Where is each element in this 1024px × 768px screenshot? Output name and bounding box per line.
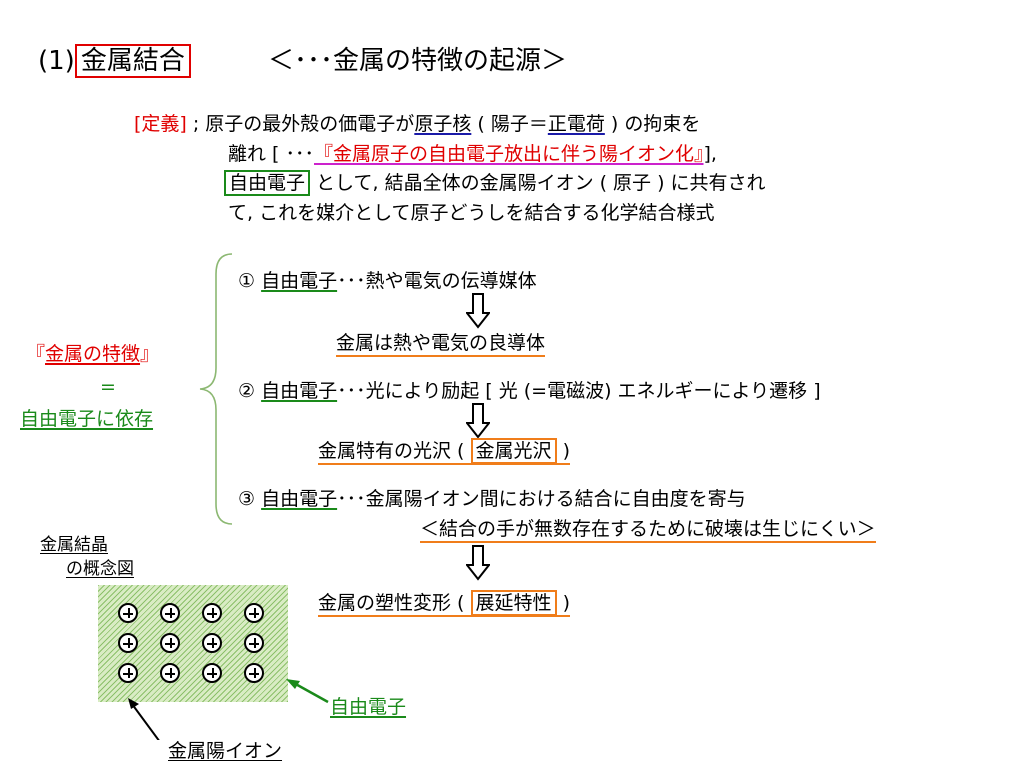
item-3-sub: ＜結合の手が無数存在するために破壊は生じにくい＞ [420, 516, 876, 543]
definition-nucleus: 原子核 [414, 113, 472, 135]
item-result-close: ) [562, 440, 570, 462]
metallic-luster-box: 金属光沢 [470, 438, 557, 464]
item-1-result: 金属は熱や電気の良導体 [336, 330, 546, 357]
cation-plus-icon [118, 633, 138, 653]
diagram-title-1: 金属結晶 [40, 535, 108, 555]
cation-plus-icon [202, 633, 222, 653]
side-label-equals: = [100, 376, 116, 398]
cation-pointer-head [128, 698, 139, 709]
item-result: 金属特有の光沢 ( [318, 440, 465, 462]
malleability-box: 展延特性 [470, 590, 557, 616]
down-arrow-icon [466, 545, 490, 581]
definition-positive-charge: 正電荷 [547, 113, 605, 135]
cation-plus-icon [202, 603, 222, 623]
brace-icon [199, 253, 233, 525]
side-bracket-close: 』 [140, 343, 160, 365]
cation-plus-icon [160, 603, 180, 623]
item-sub-note: ＜結合の手が無数存在するために破壊は生じにくい＞ [420, 518, 876, 543]
cation-plus-icon [160, 633, 180, 653]
cation-plus-icon [202, 663, 222, 683]
definition-line-4: て, これを媒介として原子どうしを結合する化学結合様式 [228, 202, 715, 224]
definition-cationization: 『金属原子の自由電子放出に伴う陽イオン化』 [314, 143, 704, 165]
definition-text: ( 陽子＝ [471, 113, 548, 135]
side-label-bottom: 自由電子に依存 [20, 408, 154, 430]
title-number: (1) [38, 46, 75, 76]
down-arrow-icon [466, 403, 490, 439]
cation-plus-icon [244, 633, 264, 653]
definition-text: ) の拘束を [604, 113, 701, 135]
item-2: ② 自由電子･･･光により励起 [ 光 (=電磁波) エネルギーにより遷移 ] [238, 378, 821, 404]
page-title: (1)金属結合 [38, 44, 191, 78]
item-number: ③ [238, 488, 256, 510]
side-label-main: 金属の特徴 [45, 343, 141, 365]
definition-free-electron-box: 自由電子 [224, 170, 311, 196]
definition-tag: [定義] [134, 113, 187, 135]
item-result-underlined: 金属の塑性変形 ( 展延特性 ) [318, 590, 570, 617]
diagram-title-2: の概念図 [66, 559, 134, 579]
definition-text: 離れ [ ･･･ [228, 143, 314, 165]
item-result-close: ) [562, 592, 570, 614]
down-arrow-icon [466, 293, 490, 329]
item-3-result: 金属の塑性変形 ( 展延特性 ) [318, 590, 570, 617]
cation-plus-icon [160, 663, 180, 683]
item-2-result: 金属特有の光沢 ( 金属光沢 ) [318, 438, 570, 465]
side-label-top: 『金属の特徴』 [26, 341, 159, 367]
free-electron-label: 自由電子 [330, 694, 406, 720]
cation-pointer [131, 703, 160, 740]
title-boxed-term: 金属結合 [74, 44, 191, 78]
item-term: 自由電子 [261, 488, 338, 510]
free-electron-pointer [291, 680, 329, 704]
definition-text: ; 原子の最外殻の価電子が [186, 113, 415, 135]
item-term: 自由電子 [261, 270, 338, 292]
item-result: 金属の塑性変形 ( [318, 592, 465, 614]
item-term: 自由電子 [261, 380, 338, 402]
item-3: ③ 自由電子･･･金属陽イオン間における結合に自由度を寄与 [238, 486, 746, 512]
title-subtitle: ＜･･･金属の特徴の起源＞ [268, 46, 568, 76]
cation-label: 金属陽イオン [168, 738, 282, 764]
cation-text: 金属陽イオン [168, 740, 283, 762]
pointer-arrows [128, 679, 329, 740]
free-electron-text: 自由電子 [330, 696, 407, 718]
cation-plus-icon [244, 663, 264, 683]
definition-line-2: 離れ [ ･･･『金属原子の自由電子放出に伴う陽イオン化』], [228, 141, 717, 167]
definition-text: ], [703, 143, 717, 165]
item-description: ･･･金属陽イオン間における結合に自由度を寄与 [337, 488, 746, 510]
side-bracket-open: 『 [26, 343, 46, 365]
free-electron-pointer-head [286, 679, 300, 689]
item-number: ② [238, 380, 256, 402]
item-result: 金属は熱や電気の良導体 [336, 332, 546, 357]
item-result-underlined: 金属特有の光沢 ( 金属光沢 ) [318, 438, 570, 465]
definition-line-1: [定義] ; 原子の最外殻の価電子が原子核 ( 陽子＝正電荷 ) の拘束を [134, 111, 700, 137]
item-1: ① 自由電子･･･熱や電気の伝導媒体 [238, 268, 537, 294]
item-description: ･･･熱や電気の伝導媒体 [337, 270, 537, 292]
cation-plus-icon [244, 603, 264, 623]
definition-line-3: 自由電子 として, 結晶全体の金属陽イオン ( 原子 ) に共有され [224, 170, 766, 196]
item-number: ① [238, 270, 256, 292]
cation-plus-icon [118, 663, 138, 683]
definition-text: として, 結晶全体の金属陽イオン ( 原子 ) に共有され [310, 172, 766, 194]
cation-plus-icon [118, 603, 138, 623]
item-description: ･･･光により励起 [ 光 (=電磁波) エネルギーにより遷移 ] [337, 380, 821, 402]
